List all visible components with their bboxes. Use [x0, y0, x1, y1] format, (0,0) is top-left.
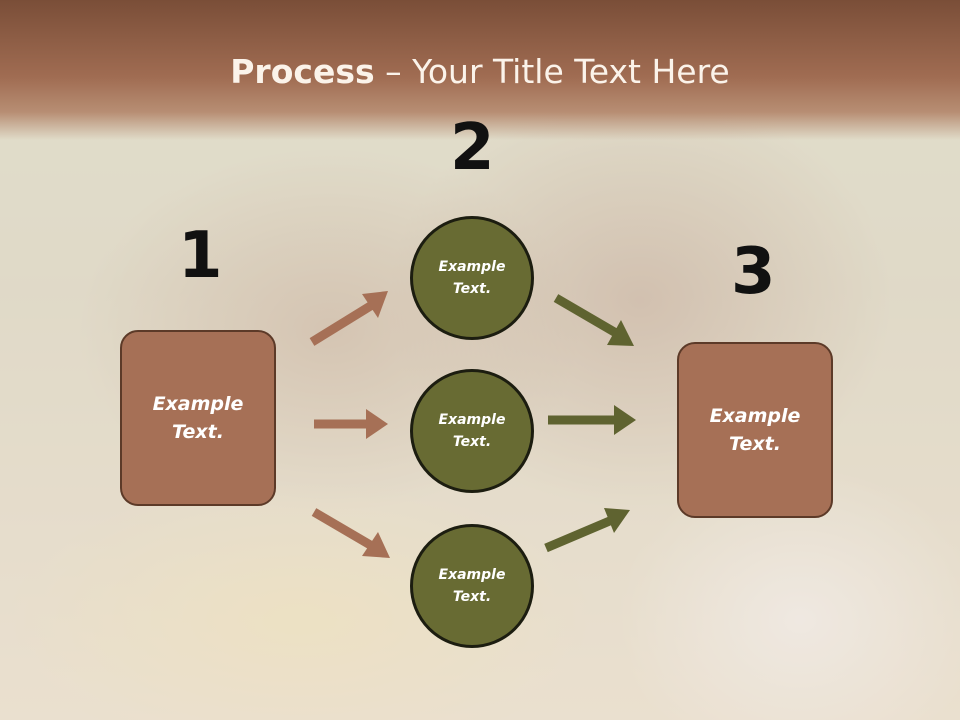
left-box-text: Example Text. — [152, 392, 244, 444]
arrow-left-to-top — [309, 291, 388, 346]
step-number-2: 2 — [450, 111, 495, 185]
circle-bottom: Example Text. — [410, 524, 534, 648]
title-bold: Process — [230, 52, 375, 91]
circle-middle: Example Text. — [410, 369, 534, 493]
arrow-bottom-to-right — [544, 508, 630, 553]
circle-bottom-text: Example Text. — [438, 566, 506, 605]
step-number-1: 1 — [178, 219, 223, 293]
arrow-middle-to-right — [548, 405, 636, 435]
right-box-text: Example Text. — [709, 404, 801, 456]
step-number-3: 3 — [731, 235, 776, 309]
arrow-left-to-middle — [314, 409, 388, 439]
circle-top: Example Text. — [410, 216, 534, 340]
arrow-left-to-bottom — [311, 508, 390, 558]
slide-title: Process – Your Title Text Here — [0, 52, 960, 91]
arrow-top-to-right — [553, 294, 634, 346]
right-box: Example Text. — [677, 342, 833, 518]
title-dash: – — [374, 52, 413, 91]
circle-top-text: Example Text. — [438, 258, 506, 297]
title-rest: Your Title Text Here — [412, 52, 730, 91]
title-band — [0, 0, 960, 140]
circle-middle-text: Example Text. — [438, 411, 506, 450]
left-box: Example Text. — [120, 330, 276, 506]
